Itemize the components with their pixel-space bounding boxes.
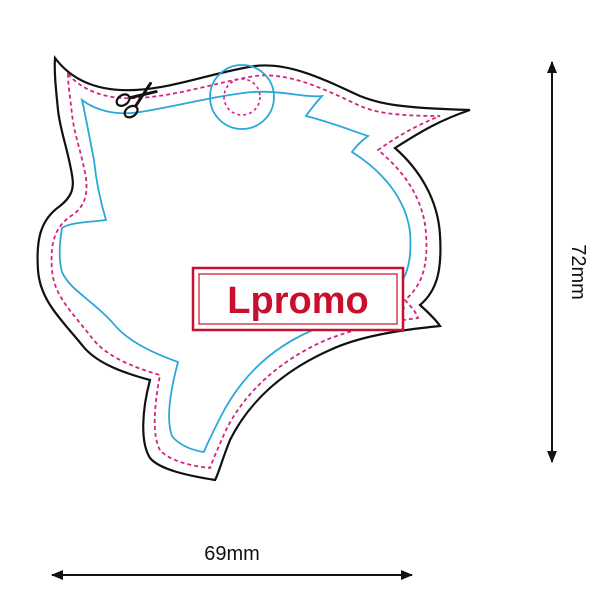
width-label: 69mm (204, 543, 260, 565)
lpromo-logo: Lpromo (191, 266, 405, 332)
hang-hole-icon (209, 64, 275, 130)
height-label: 72mm (567, 244, 589, 300)
logo-inner-box (198, 273, 398, 325)
width-dimension: 69mm (51, 543, 413, 580)
scissors-icon (115, 81, 158, 119)
logo-text: Lpromo (227, 280, 368, 322)
bleed-line (50, 71, 441, 469)
height-dimension: 72mm (547, 61, 589, 463)
